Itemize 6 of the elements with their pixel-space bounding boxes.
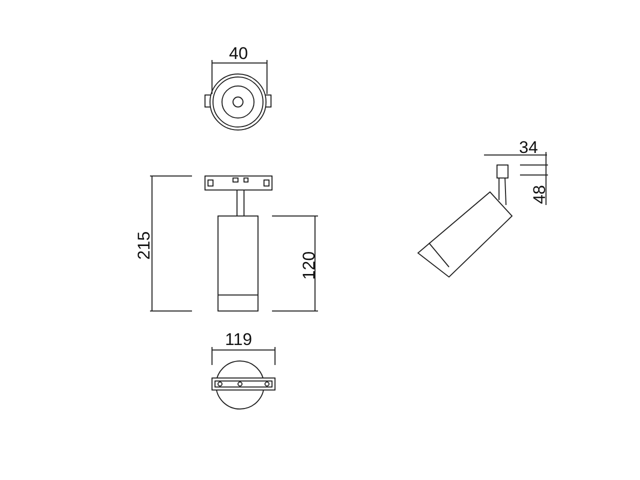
dimension-label: 48 (530, 185, 548, 204)
dimension-label: 40 (229, 45, 248, 62)
dimension-label: 215 (136, 231, 153, 260)
dimension-label: 120 (300, 251, 318, 280)
dimension-label: 34 (519, 139, 538, 156)
dimension-label: 119 (225, 331, 252, 348)
